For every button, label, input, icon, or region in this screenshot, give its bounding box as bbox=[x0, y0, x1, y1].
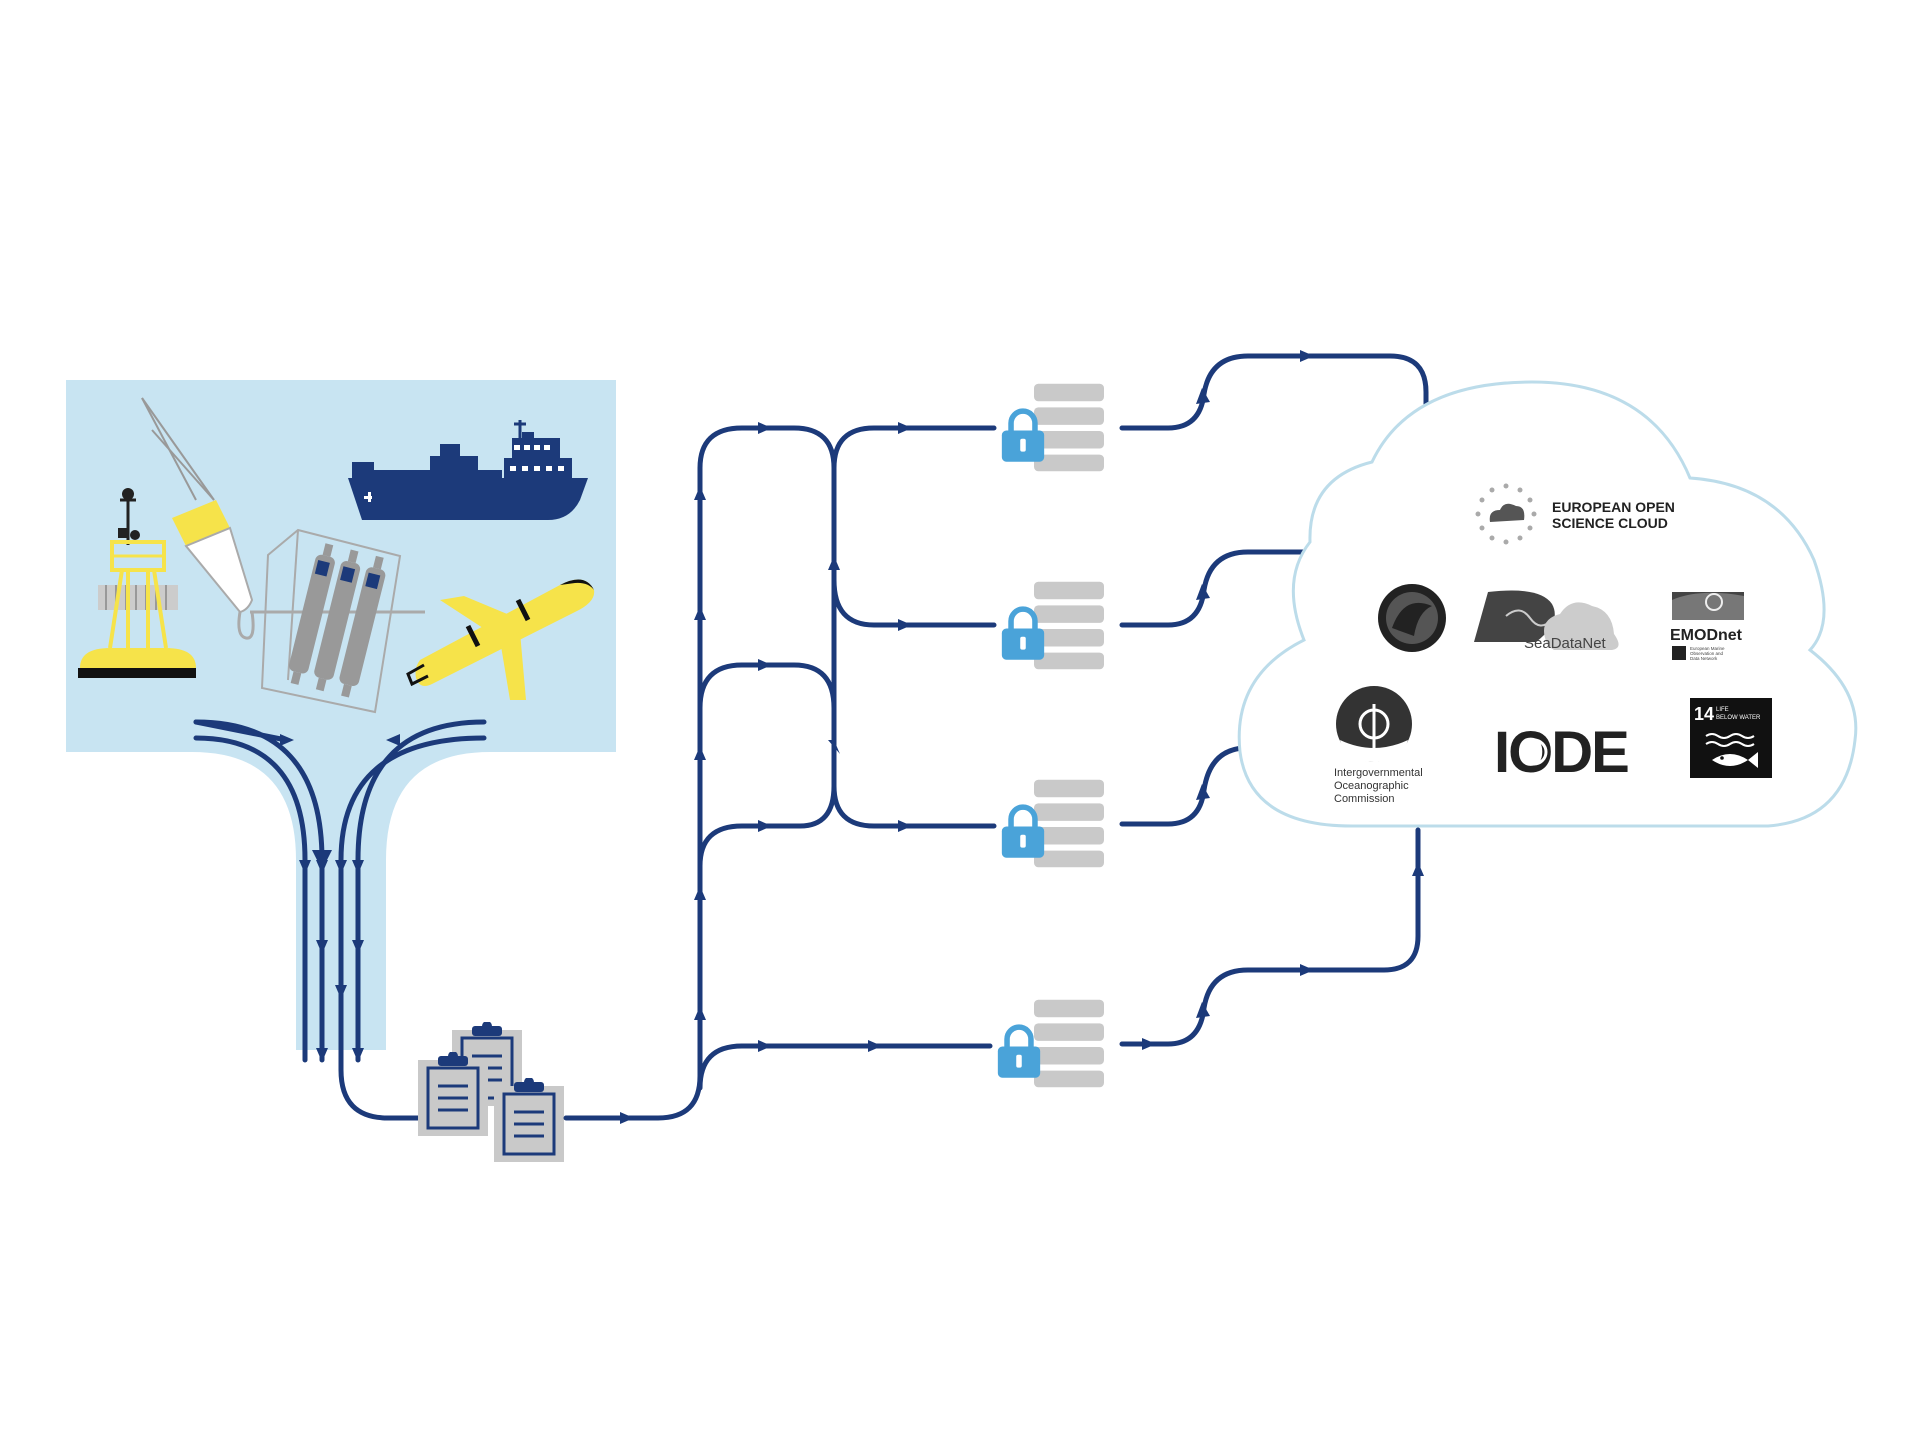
repository-1 bbox=[1002, 383, 1104, 472]
seadatanet-logo: SeaDataNet bbox=[1474, 590, 1619, 652]
ioc-line2: Oceanographic bbox=[1334, 780, 1409, 792]
distribution-flow-lines bbox=[563, 425, 997, 1121]
distribution-arrowheads bbox=[620, 422, 912, 1124]
ioc-logo: Intergovernmental Oceanographic Commissi… bbox=[1334, 686, 1423, 805]
research-vessel-icon bbox=[348, 420, 588, 520]
ctd-rosette-icon bbox=[250, 528, 425, 714]
plankton-net-icon bbox=[141, 397, 255, 640]
sdg14-line1: LIFE bbox=[1716, 707, 1729, 713]
repository-4 bbox=[998, 999, 1104, 1088]
sdg14-line2: BELOW WATER bbox=[1716, 715, 1761, 721]
eosc-title-line1: EUROPEAN OPEN bbox=[1552, 499, 1675, 515]
repository-2 bbox=[1002, 581, 1104, 670]
clipboard-icon bbox=[494, 1078, 564, 1162]
iode-logo: IODE bbox=[1494, 720, 1630, 785]
sdg14-number: 14 bbox=[1694, 704, 1714, 724]
iode-name: IODE bbox=[1494, 720, 1628, 785]
emodnet-name: EMODnet bbox=[1670, 627, 1743, 644]
clipboard-stack bbox=[418, 1022, 564, 1162]
emodnet-logo: EMODnet European Marine Observation and … bbox=[1670, 592, 1744, 661]
funnel-arrowheads bbox=[280, 734, 400, 1062]
database-server-icon bbox=[1034, 581, 1104, 670]
padlock-icon bbox=[998, 1027, 1040, 1078]
emodnet-sub1: European Marine bbox=[1690, 646, 1725, 651]
eosc-title-line2: SCIENCE CLOUD bbox=[1552, 515, 1668, 531]
database-server-icon bbox=[1034, 779, 1104, 868]
emodnet-sub3: Data Network bbox=[1690, 656, 1718, 661]
ioc-line3: Commission bbox=[1334, 793, 1395, 805]
sdg14-logo: 14 LIFE BELOW WATER bbox=[1690, 698, 1772, 778]
clipboard-icon bbox=[418, 1052, 488, 1136]
ocean-glider-icon bbox=[406, 579, 595, 700]
seadatanet-name: SeaDataNet bbox=[1524, 635, 1607, 652]
emodnet-sub2: Observation and bbox=[1690, 651, 1724, 656]
instrument-flow-lines bbox=[193, 719, 487, 1121]
weather-buoy-icon bbox=[78, 488, 196, 678]
repository-3 bbox=[1002, 779, 1104, 868]
database-server-icon bbox=[1034, 999, 1104, 1088]
eosc-logo: EUROPEAN OPEN SCIENCE CLOUD bbox=[1475, 483, 1675, 545]
database-server-icon bbox=[1034, 383, 1104, 472]
eu-seal-logo bbox=[1378, 584, 1446, 652]
ioc-line1: Intergovernmental bbox=[1334, 767, 1423, 779]
